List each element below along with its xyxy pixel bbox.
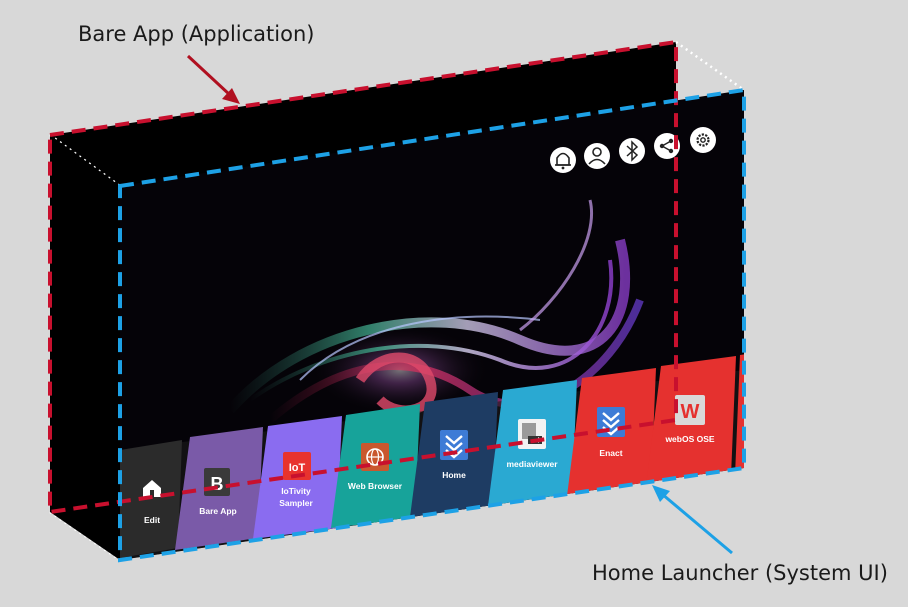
tile-label-line-2: Sampler bbox=[279, 498, 313, 508]
bare-app-outline bbox=[48, 39, 678, 515]
bare-app-label: Bare App (Application) bbox=[78, 22, 315, 46]
launcher-tile-partial[interactable] bbox=[735, 352, 760, 476]
bare-app-arrow bbox=[186, 54, 240, 104]
tile-label: Web Browser bbox=[348, 481, 403, 491]
home-launcher-arrow bbox=[652, 485, 733, 555]
tile-label: Bare App bbox=[199, 506, 236, 516]
bell-icon[interactable] bbox=[550, 147, 576, 173]
user-icon[interactable] bbox=[584, 143, 610, 169]
home-launcher-label: Home Launcher (System UI) bbox=[592, 561, 888, 585]
tile-label: Edit bbox=[144, 515, 160, 525]
letter-w-icon: W bbox=[681, 401, 700, 423]
side-face bbox=[50, 135, 120, 560]
gear-icon[interactable] bbox=[690, 127, 716, 153]
tile-label-line-1: IoTivity bbox=[281, 486, 311, 496]
home-launcher-outline bbox=[118, 87, 746, 563]
tile-label: mediaviewer bbox=[506, 459, 558, 469]
share-icon[interactable] bbox=[654, 133, 680, 159]
launcher-tile-webos-ose[interactable]: W webOS OSE bbox=[646, 356, 736, 486]
letter-b-icon: B bbox=[211, 474, 224, 494]
tile-label: Enact bbox=[599, 448, 622, 458]
tile-label: Home bbox=[442, 470, 466, 480]
launcher-tile-bare-app[interactable]: B Bare App bbox=[175, 427, 263, 550]
iot-icon: IoT bbox=[289, 462, 306, 474]
tile-label: webOS OSE bbox=[664, 434, 714, 444]
status-icons bbox=[550, 127, 716, 173]
launcher-bar: Edit B Bare App IoT IoTivity Sampler Web… bbox=[120, 352, 760, 560]
wallpaper-swirl bbox=[226, 199, 644, 424]
bluetooth-icon[interactable] bbox=[619, 138, 645, 164]
